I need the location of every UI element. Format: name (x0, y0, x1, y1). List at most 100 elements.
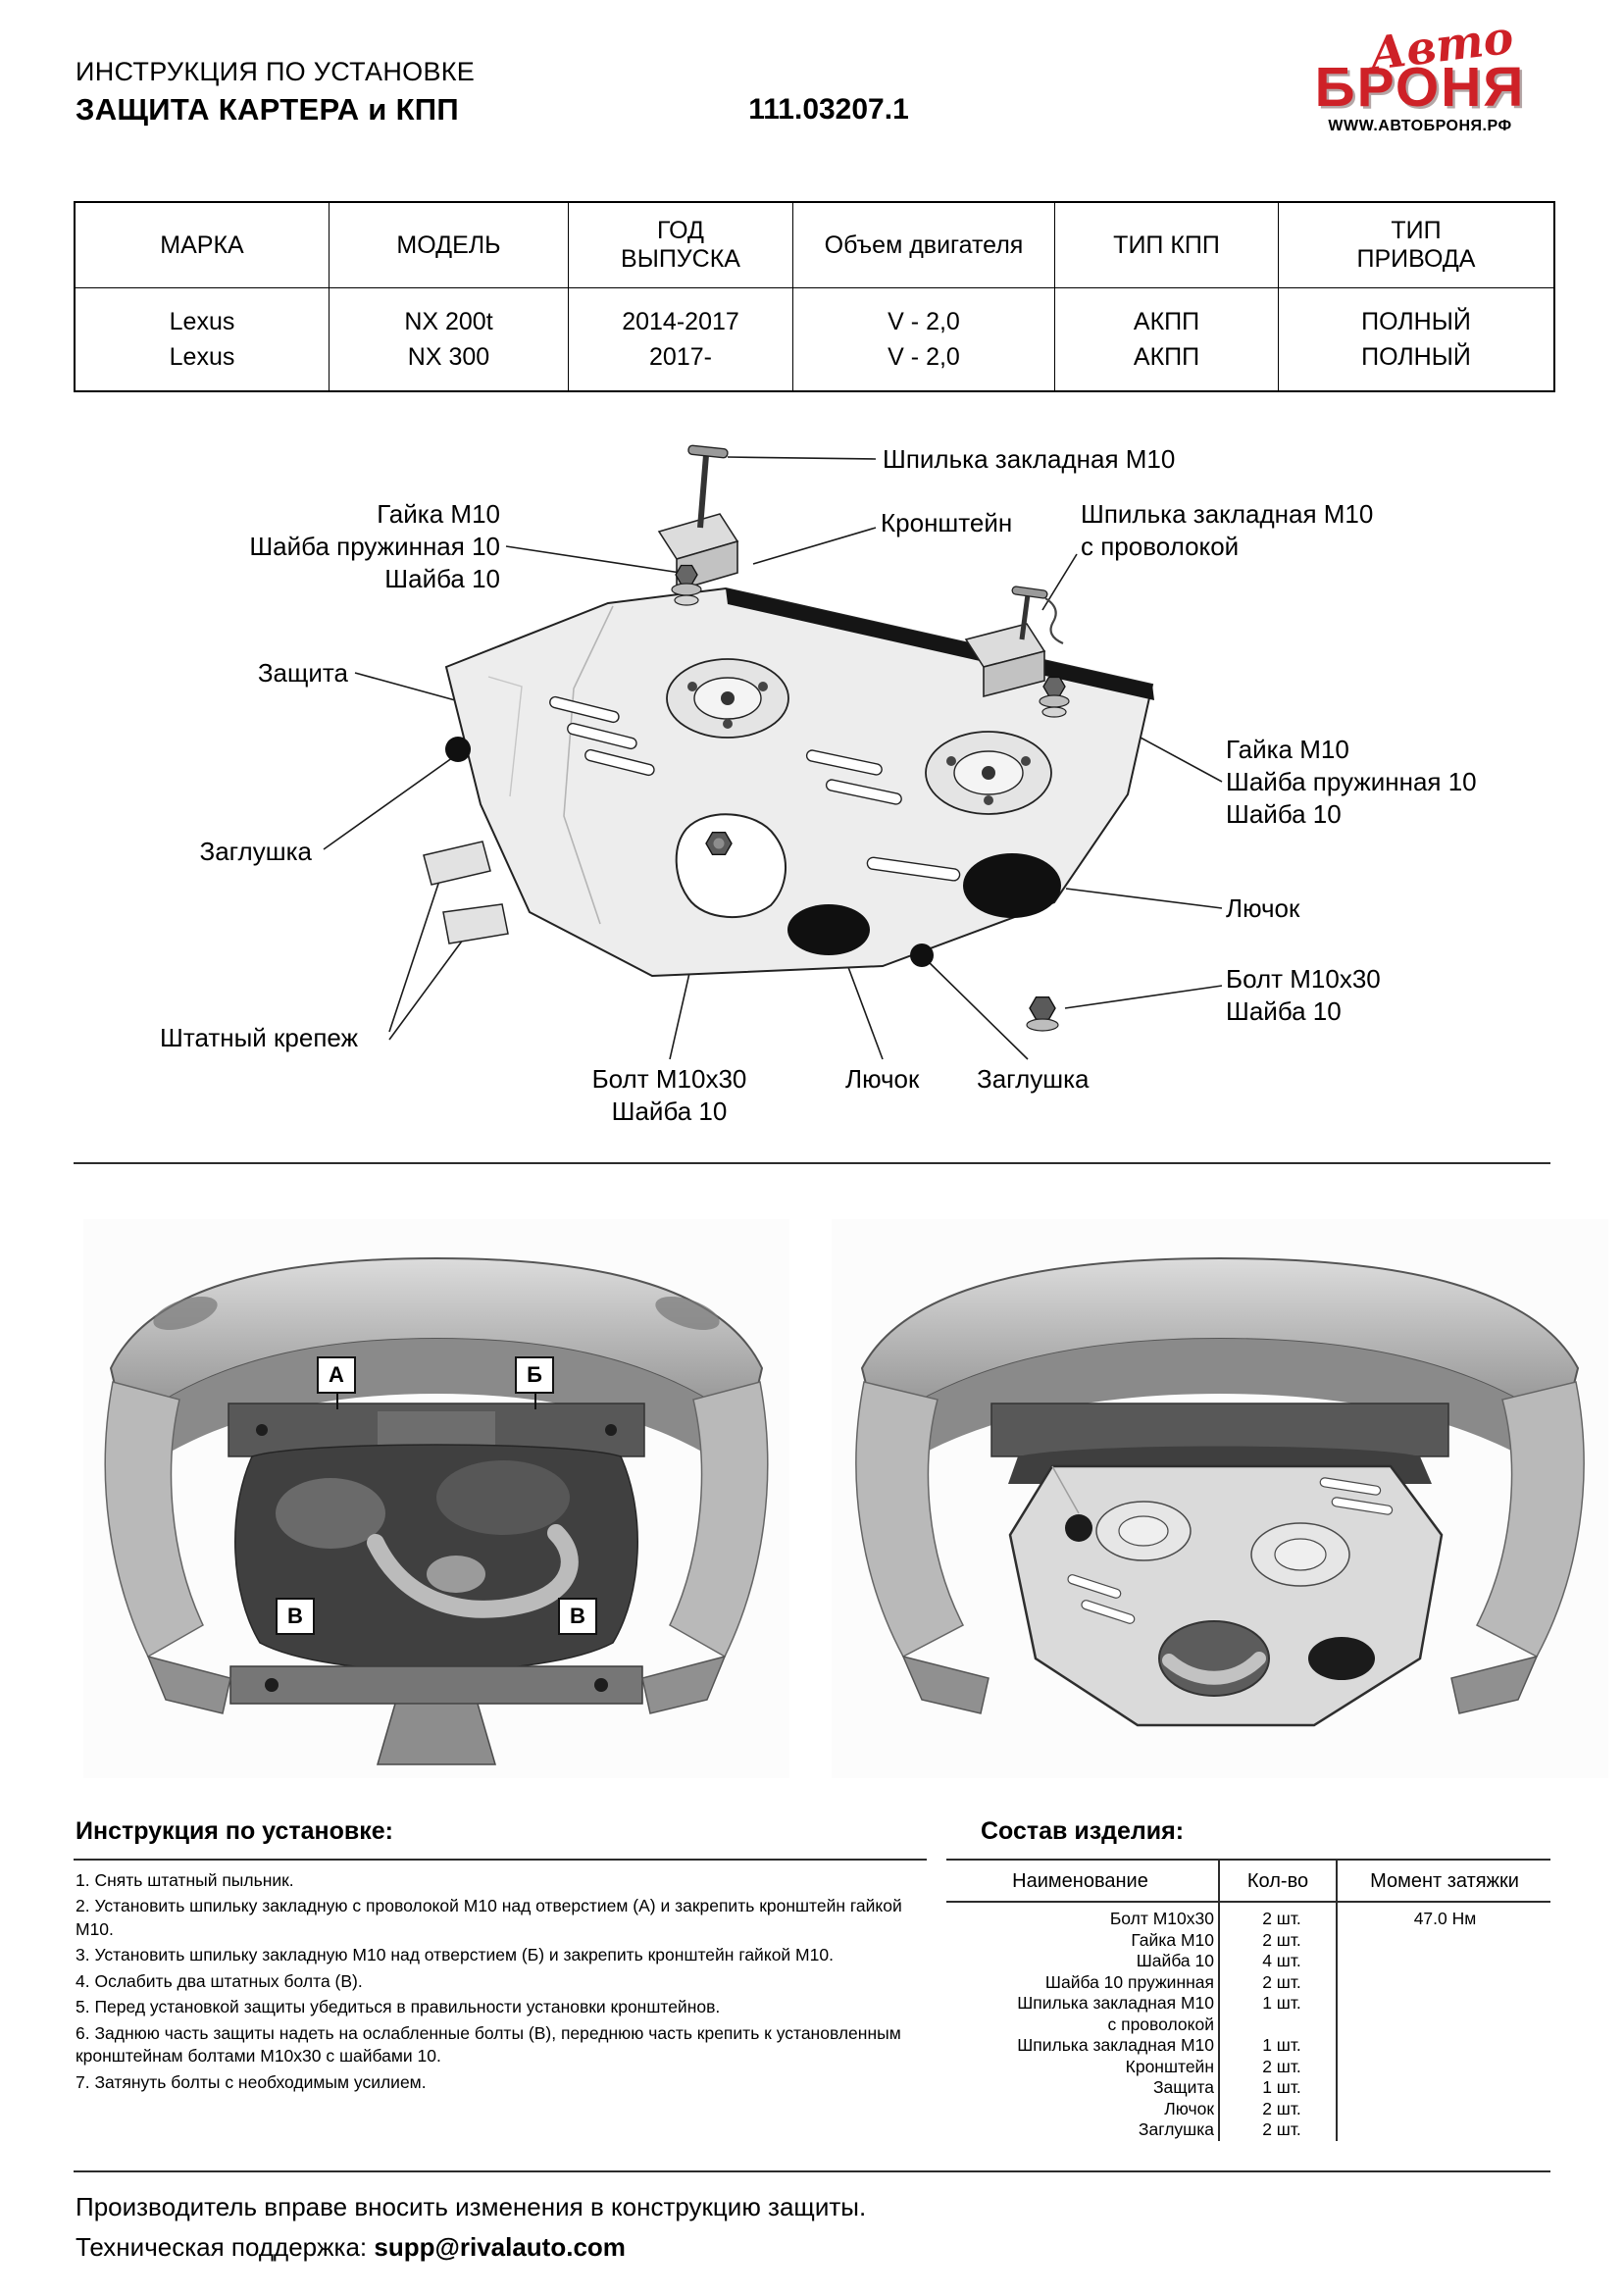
front-edge (726, 588, 1154, 700)
vehicle-table: МАРКА МОДЕЛЬ ГОД ВЫПУСКА Объем двигателя… (74, 201, 1555, 392)
hatch-oval-right (963, 853, 1061, 918)
support-email: supp@rivalauto.com (374, 2232, 626, 2262)
label-fasteners-right: Гайка М10 Шайба пружинная 10 Шайба 10 (1226, 735, 1477, 829)
stud-m10-wire (1011, 586, 1064, 645)
brand-logo: Авто БРОНЯ WWW.АВТОБРОНЯ.РФ (1287, 11, 1553, 135)
col-header-engine: Объем двигателя (793, 203, 1055, 288)
underbody-photo-after (832, 1219, 1608, 1778)
logo-main-text: БРОНЯ (1314, 56, 1526, 119)
parts-col-qty: Кол-во (1246, 1869, 1309, 1892)
col-header-gearbox: ТИП КПП (1055, 203, 1279, 288)
marker-bolt-v-left: В (276, 1598, 315, 1635)
label-bolt-bottom: Болт М10х30 Шайба 10 (591, 1064, 747, 1126)
year-row2: 2017- (649, 342, 712, 371)
label-plug-bottom: Заглушка (977, 1064, 1090, 1094)
gearbox-row1: АКПП (1133, 307, 1200, 335)
cell-brand: Lexus Lexus (76, 288, 330, 390)
label-stud-top: Шпилька закладная М10 (883, 444, 1176, 474)
brand-row1: Lexus (169, 307, 235, 335)
model-row1: NX 200t (404, 307, 493, 335)
bolt-stack-right (1039, 676, 1070, 718)
doc-title-line1: ИНСТРУКЦИЯ ПО УСТАНОВКЕ (76, 57, 476, 86)
part-number: 111.03207.1 (748, 93, 909, 126)
brand-row2: Lexus (169, 342, 235, 371)
col-header-brand: МАРКА (76, 203, 330, 288)
marker-bolt-v-right: В (558, 1598, 597, 1635)
leader-lines (323, 456, 1223, 1060)
parts-title: Состав изделия: (981, 1817, 1185, 1845)
cell-year: 2014-2017 2017- (569, 288, 793, 390)
factory-tab-2 (442, 903, 509, 944)
step-3: 3. Установить шпильку закладную М10 над … (76, 1945, 834, 1965)
drive-row1: ПОЛНЫЙ (1361, 307, 1471, 335)
drive-row2: ПОЛНЫЙ (1361, 342, 1471, 371)
col-header-model: МОДЕЛЬ (330, 203, 569, 288)
gearbox-row2: АКПП (1133, 342, 1200, 371)
photo-before-installation: А Б В В (83, 1219, 789, 1778)
bolt-stack-left (671, 564, 702, 606)
label-factory-mount: Штатный крепеж (160, 1023, 358, 1052)
cell-engine: V - 2,0 V - 2,0 (793, 288, 1055, 390)
footer-support: Техническая поддержка: supp@rivalauto.co… (76, 2232, 626, 2263)
parts-rule-header (946, 1901, 1550, 1903)
label-bracket: Кронштейн (881, 508, 1013, 537)
underbody-photo-before (83, 1219, 789, 1778)
step-7: 7. Затянуть болты с необходимым усилием. (76, 2071, 427, 2092)
step-2: 2. Установить шпильку закладную с провол… (76, 1896, 902, 1939)
step-6: 6. Заднюю часть защиты надеть на ослабле… (76, 2022, 901, 2066)
label-plug-left: Заглушка (199, 837, 312, 866)
marker-hole-b: Б (515, 1356, 554, 1409)
engine-row1: V - 2,0 (888, 307, 960, 335)
label-bolt-right: Болт М10х30 Шайба 10 (1226, 964, 1381, 1026)
section-divider-top (74, 1162, 1550, 1164)
doc-title-line2: ЗАЩИТА КАРТЕРА и КПП (76, 92, 459, 127)
label-stud-wire: Шпилька закладная М10 с проволокой (1081, 499, 1374, 561)
exploded-diagram-svg (323, 444, 1223, 1060)
label-hatch-right: Лючок (1226, 893, 1300, 923)
bolt-m10x30-right (1026, 996, 1059, 1032)
col-header-drive: ТИП ПРИВОДА (1279, 203, 1553, 288)
parts-vline-2 (1336, 1859, 1338, 2141)
support-label: Техническая поддержка: (76, 2232, 375, 2262)
label-hatch-bottom: Лючок (845, 1064, 920, 1094)
plug-circle-left (445, 737, 471, 762)
stud-m10 (687, 444, 729, 529)
cell-model: NX 200t NX 300 (330, 288, 569, 390)
year-row1: 2014-2017 (622, 307, 739, 335)
footer-rule (74, 2170, 1550, 2172)
bolt-m10x30-bottom (705, 832, 733, 855)
parts-col-name: Наименование (1012, 1869, 1148, 1892)
cell-gearbox: АКПП АКПП (1055, 288, 1279, 390)
step-1: 1. Снять штатный пыльник. (76, 1870, 294, 1890)
instructions-rule (74, 1859, 927, 1861)
cell-drive: ПОЛНЫЙ ПОЛНЫЙ (1279, 288, 1553, 390)
instructions-title: Инструкция по установке: (76, 1817, 393, 1845)
parts-col-torque: Момент затяжки (1370, 1869, 1519, 1892)
logo-website: WWW.АВТОБРОНЯ.РФ (1328, 118, 1512, 135)
boss-ring-left (666, 658, 789, 739)
plug-circle-bottom (910, 944, 934, 967)
large-opening (675, 813, 787, 919)
photo-after-installation (832, 1219, 1608, 1778)
step-5: 5. Перед установкой защиты убедиться в п… (76, 1997, 721, 2017)
marker-hole-a: А (317, 1356, 356, 1409)
parts-rule-top (946, 1859, 1550, 1861)
col-header-year: ГОД ВЫПУСКА (569, 203, 793, 288)
factory-tab-1 (423, 841, 491, 886)
label-fasteners-left: Гайка М10 Шайба пружинная 10 Шайба 10 (249, 499, 500, 593)
engine-row2: V - 2,0 (888, 342, 960, 371)
model-row2: NX 300 (407, 342, 490, 371)
vent-slots (549, 695, 961, 882)
parts-vline-1 (1218, 1859, 1220, 2141)
instructions-steps: 1. Снять штатный пыльник. 2. Установить … (76, 1869, 925, 2097)
